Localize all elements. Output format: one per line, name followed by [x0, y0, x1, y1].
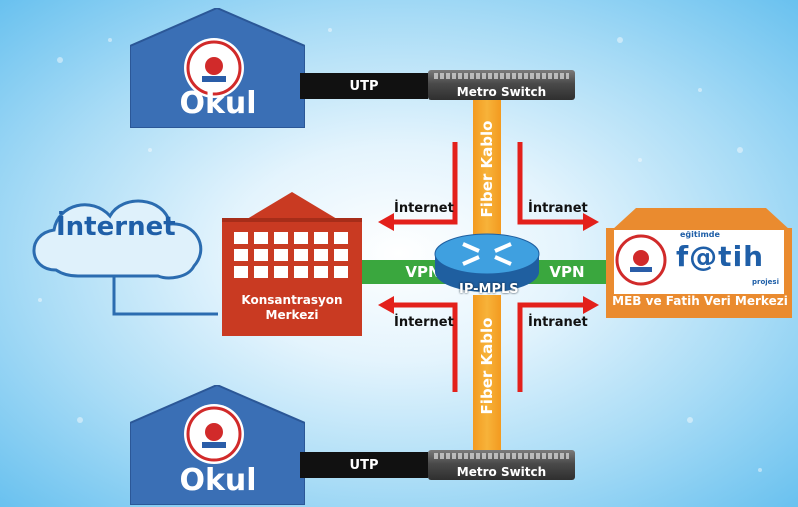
internet-label-bottom: İnternet — [394, 315, 454, 330]
utp-cable-top: UTP — [300, 73, 428, 99]
utp-label-top: UTP — [349, 78, 379, 94]
fiber-cable-bottom: Fiber Kablo — [473, 295, 501, 450]
fatih-prefix: eğitimde — [680, 230, 720, 239]
meb-logo-icon — [182, 402, 246, 470]
konsantrasyon-label-line2: Merkezi — [265, 308, 319, 322]
utp-label-bottom: UTP — [349, 457, 379, 473]
konsantrasyon-label-line1: Konsantrasyon — [241, 293, 343, 307]
intranet-label-bottom: İntranet — [528, 315, 588, 330]
metro-switch-label-top: Metro Switch — [456, 85, 547, 99]
fatih-logo: f@tih — [676, 240, 765, 273]
utp-cable-bottom: UTP — [300, 452, 428, 478]
school-label-bottom: Okul — [179, 463, 257, 498]
internet-cloud-label: İnternet — [56, 212, 176, 242]
metro-switch-bottom: Metro Switch — [428, 450, 575, 480]
internet-label-top: İnternet — [394, 201, 454, 216]
konsantrasyon-label: Konsantrasyon Merkezi — [222, 293, 362, 323]
fatih-suffix: projesi — [752, 278, 779, 286]
metro-switch-top: Metro Switch — [428, 70, 575, 100]
router-label: IP-MPLS — [459, 282, 519, 297]
intranet-label-top: İntranet — [528, 201, 588, 216]
vpn-label-right: VPN — [549, 263, 585, 281]
meb-logo-icon — [182, 36, 246, 104]
data-center-label: MEB ve Fatih Veri Merkezi — [612, 294, 788, 308]
meb-logo-icon — [612, 231, 670, 293]
fiber-cable-top: Fiber Kablo — [473, 100, 501, 250]
school-label-top: Okul — [179, 86, 257, 121]
cloud-icon — [32, 199, 218, 316]
factory-windows — [234, 232, 348, 278]
router-icon — [433, 226, 541, 300]
vpn-label-left: VPN — [405, 263, 441, 281]
metro-switch-label-bottom: Metro Switch — [456, 465, 547, 479]
